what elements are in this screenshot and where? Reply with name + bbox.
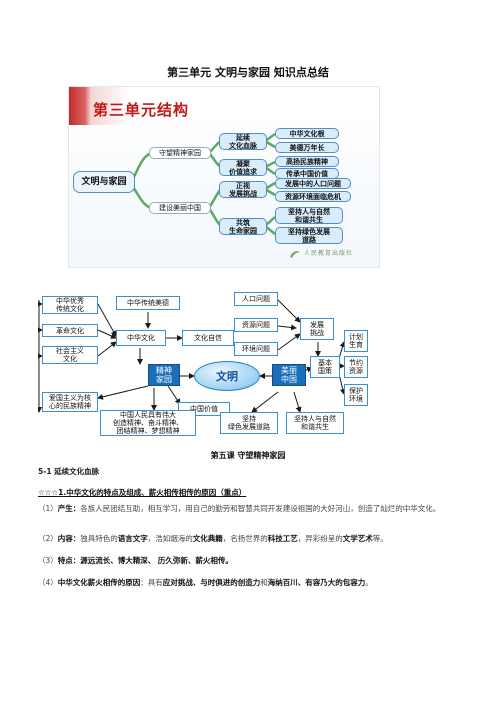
- unit-structure-diagram: 第三单元结构 文明与家园 守望精神家园 建设美丽中国 延续 文化血脉 凝聚 价值…: [68, 86, 380, 268]
- concept-node: 中华优秀 传统文化: [42, 296, 98, 314]
- lesson-title: 第五课 守望精神家园: [210, 451, 286, 460]
- topic-node: 美德万年长: [275, 142, 339, 153]
- concept-node-wenming: 文明: [194, 361, 260, 391]
- key-point-heading: ☆☆☆1.中华文化的特点及组成、薪火相传相传的原因（重点）: [38, 487, 458, 498]
- concept-node: 文化自信: [182, 330, 234, 346]
- concept-node-jingshen: 精神 家园: [148, 364, 180, 386]
- branch-node: 建设美丽中国: [149, 202, 211, 214]
- diagram-banner: [69, 87, 379, 125]
- concept-node: 革命文化: [42, 324, 98, 337]
- importance-stars: ☆☆☆: [38, 488, 59, 497]
- topic-node: 坚持绿色发展 道路: [275, 227, 343, 244]
- paragraph-features: （3）特点：源远流长、博大精深、 历久弥新、薪火相传。: [38, 556, 233, 565]
- concept-node: 中华传统美德: [116, 296, 180, 310]
- publisher-name: 人民教育出版社: [303, 250, 353, 257]
- branch-node: 守望精神家园: [149, 147, 211, 159]
- concept-node: 发展 挑战: [300, 318, 334, 340]
- key-point-note: （重点）: [216, 488, 247, 497]
- concept-node: 爱国主义为核 心的民族精神: [42, 392, 98, 412]
- concept-node-meili: 美丽 中国: [272, 364, 306, 386]
- concept-map: 中华优秀 传统文化 革命文化 社会主义 文化 中华传统美德 中华文化 文化自信 …: [38, 270, 368, 436]
- concept-node: 环境问题: [234, 342, 278, 356]
- concept-node: 计划 生育: [344, 330, 368, 352]
- concept-node: 中华文化: [116, 330, 166, 346]
- topic-node: 中华文化根: [275, 128, 339, 139]
- topic-node: 发展中的人口问题: [275, 178, 351, 189]
- publisher-logo-icon: [290, 251, 300, 258]
- lesson-node: 共筑 生命家园: [219, 218, 267, 235]
- concept-node: 人口问题: [234, 292, 278, 306]
- root-node: 文明与家园: [73, 171, 135, 193]
- concept-node: 资源问题: [234, 318, 278, 332]
- concept-node: 社会主义 文化: [42, 346, 98, 364]
- concept-node: 节约 资源: [344, 356, 368, 378]
- key-point-text: 1.中华文化的特点及组成、薪火相传相传的原因: [58, 488, 217, 497]
- topic-node: 资源环境面临危机: [275, 191, 351, 202]
- concept-node: 坚持人与自然 和谐共生: [286, 412, 344, 434]
- diagram-banner-title: 第三单元结构: [93, 101, 190, 119]
- concept-node: 保护 环境: [344, 384, 368, 406]
- lesson-node: 延续 文化血脉: [219, 133, 267, 150]
- section-heading: 5-1 延续文化血脉: [38, 467, 100, 476]
- concept-node: 坚持 绿色发展道路: [220, 412, 278, 434]
- lesson-node: 正视 发展挑战: [219, 181, 267, 198]
- concept-node: 基本 国策: [310, 356, 340, 378]
- lesson-node: 凝聚 价值追求: [219, 159, 267, 176]
- topic-node: 高扬民族精神: [275, 156, 339, 167]
- concept-node: 中国人民具有伟大 创造精神、奋斗精神、 团结精神、梦想精神: [100, 410, 196, 436]
- paragraph-origin: （1）产生：各族人民团结互助，相互学习，用自己的勤劳和智慧共同开发建设祖国的大好…: [38, 504, 441, 513]
- paragraph-content: （2）内容：独具特色的语言文字，浩如烟海的文化典籍，名扬世界的科技工艺，异彩纷呈…: [38, 534, 388, 543]
- page-title: 第三单元 文明与家园 知识点总结: [167, 66, 329, 79]
- concept-connectors: [38, 299, 346, 413]
- topic-node: 坚持人与自然 和谐共生: [275, 207, 343, 224]
- paragraph-reasons: （4）中华文化薪火相传的原因：具有应对挑战、与时俱进的创造力和海纳百川、有容乃大…: [38, 578, 373, 587]
